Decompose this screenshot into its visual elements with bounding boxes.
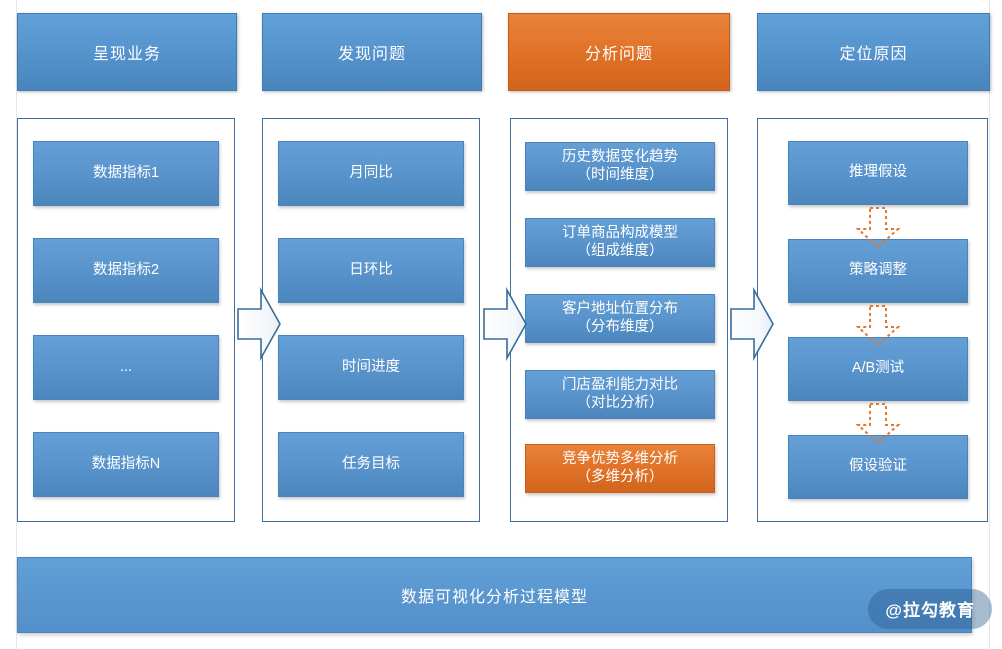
diagram-title: 数据可视化分析过程模型 xyxy=(400,589,588,606)
stage-3-item-1-line1: 历史数据变化趋势 xyxy=(562,148,678,165)
stage-header-3-label: 分析问题 xyxy=(584,46,653,63)
flow-arrow-2 xyxy=(483,286,527,362)
stage-header-1[interactable]: 呈现业务 xyxy=(17,13,237,91)
flow-arrow-3 xyxy=(730,286,774,362)
stage-3-item-4-line2: （对比分析） xyxy=(576,394,664,411)
stage-header-2-label: 发现问题 xyxy=(337,46,406,63)
stage-1-item-2[interactable]: 数据指标2 xyxy=(33,238,219,303)
stage-2-item-4-label: 任务目标 xyxy=(342,455,400,472)
stage-3-item-5-line1: 竞争优势多维分析 xyxy=(562,450,678,467)
stage-panel-2: 月同比 日环比 时间进度 任务目标 xyxy=(262,118,480,522)
stage-3-item-5-line2: （多维分析） xyxy=(576,468,664,485)
stage-3-item-4-label: 门店盈利能力对比 （对比分析） xyxy=(562,377,678,412)
stage-1-item-1[interactable]: 数据指标1 xyxy=(33,141,219,206)
stage-4-item-4[interactable]: 假设验证 xyxy=(788,435,968,499)
stage-4-item-3-label: A/B测试 xyxy=(851,360,905,377)
stage-3-item-1-line2: （时间维度） xyxy=(576,166,664,183)
dashed-down-arrow-2 xyxy=(850,305,906,347)
stage-3-item-4[interactable]: 门店盈利能力对比 （对比分析） xyxy=(525,370,715,419)
stage-2-item-4[interactable]: 任务目标 xyxy=(278,432,464,497)
stage-4-item-3[interactable]: A/B测试 xyxy=(788,337,968,401)
stage-header-3[interactable]: 分析问题 xyxy=(508,13,730,91)
watermark-badge: @拉勾教育 xyxy=(868,589,992,629)
stage-3-item-3[interactable]: 客户地址位置分布 （分布维度） xyxy=(525,294,715,343)
stage-3-item-2[interactable]: 订单商品构成模型 （组成维度） xyxy=(525,218,715,267)
stage-3-item-3-label: 客户地址位置分布 （分布维度） xyxy=(562,301,678,336)
stage-4-item-2-label: 策略调整 xyxy=(849,262,907,279)
stage-3-item-5-label: 竞争优势多维分析 （多维分析） xyxy=(562,451,678,486)
stage-3-item-3-line1: 客户地址位置分布 xyxy=(562,300,678,317)
stage-header-4[interactable]: 定位原因 xyxy=(757,13,990,91)
stage-3-item-2-label: 订单商品构成模型 （组成维度） xyxy=(562,225,678,260)
watermark-label: @拉勾教育 xyxy=(885,601,975,620)
stage-1-item-2-label: 数据指标2 xyxy=(92,261,160,278)
stage-1-item-3-label: ... xyxy=(119,358,133,375)
stage-1-item-4[interactable]: 数据指标N xyxy=(33,432,219,497)
stage-3-item-1-label: 历史数据变化趋势 （时间维度） xyxy=(562,149,678,184)
stage-header-1-label: 呈现业务 xyxy=(92,46,161,63)
dashed-down-arrow-3 xyxy=(850,403,906,445)
stage-1-item-4-label: 数据指标N xyxy=(91,455,161,472)
stage-3-item-4-line1: 门店盈利能力对比 xyxy=(562,376,678,393)
stage-header-4-label: 定位原因 xyxy=(839,46,908,63)
footer-title-bar: 数据可视化分析过程模型 xyxy=(17,557,972,633)
stage-header-2[interactable]: 发现问题 xyxy=(262,13,482,91)
stage-1-item-3[interactable]: ... xyxy=(33,335,219,400)
stage-3-item-2-line2: （组成维度） xyxy=(576,242,664,259)
stage-3-item-3-line2: （分布维度） xyxy=(576,318,664,335)
flow-arrow-1 xyxy=(237,286,281,362)
page-guide-left xyxy=(16,0,17,649)
stage-panel-1: 数据指标1 数据指标2 ... 数据指标N xyxy=(17,118,235,522)
stage-4-item-1[interactable]: 推理假设 xyxy=(788,141,968,205)
stage-3-item-2-line1: 订单商品构成模型 xyxy=(562,224,678,241)
page-guide-right xyxy=(989,0,990,649)
stage-1-item-1-label: 数据指标1 xyxy=(92,164,160,181)
stage-2-item-3-label: 时间进度 xyxy=(342,358,400,375)
stage-2-item-1[interactable]: 月同比 xyxy=(278,141,464,206)
stage-panel-4: 推理假设 策略调整 A/B测试 假设验证 xyxy=(757,118,988,522)
stage-2-item-2-label: 日环比 xyxy=(349,261,393,278)
stage-4-item-1-label: 推理假设 xyxy=(849,164,907,181)
stage-2-item-2[interactable]: 日环比 xyxy=(278,238,464,303)
stage-2-item-1-label: 月同比 xyxy=(349,164,393,181)
stage-4-item-2[interactable]: 策略调整 xyxy=(788,239,968,303)
stage-4-item-4-label: 假设验证 xyxy=(849,458,907,475)
stage-3-item-1[interactable]: 历史数据变化趋势 （时间维度） xyxy=(525,142,715,191)
stage-2-item-3[interactable]: 时间进度 xyxy=(278,335,464,400)
stage-3-item-5[interactable]: 竞争优势多维分析 （多维分析） xyxy=(525,444,715,493)
dashed-down-arrow-1 xyxy=(850,207,906,249)
stage-panel-3: 历史数据变化趋势 （时间维度） 订单商品构成模型 （组成维度） 客户地址位置分布… xyxy=(510,118,728,522)
